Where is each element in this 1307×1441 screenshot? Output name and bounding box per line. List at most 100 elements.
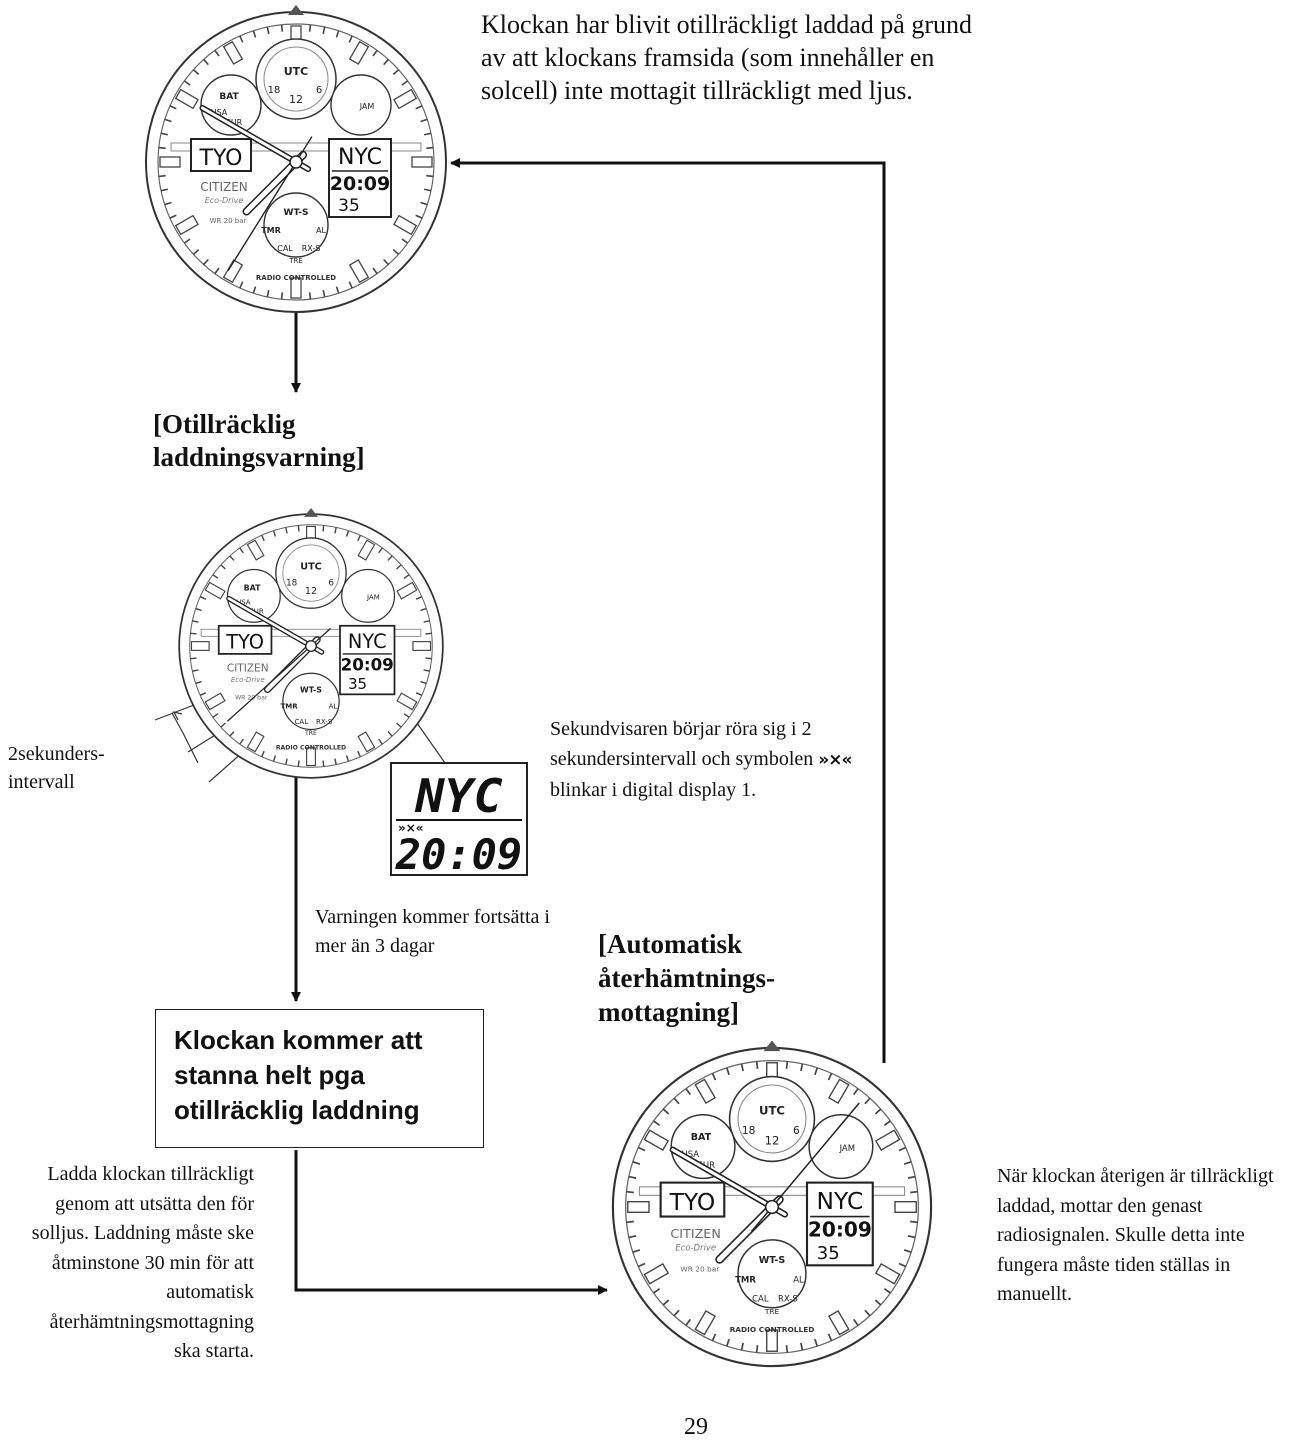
- subdial-utc: [256, 39, 336, 119]
- subdial-cal-label: CAL: [752, 1293, 769, 1303]
- subdial-wts-label: WT-S: [300, 686, 322, 695]
- right-lcd-seconds: 35: [817, 1243, 840, 1264]
- minute-tick: [426, 148, 433, 149]
- subdial-rxs-label: RX-S: [302, 244, 321, 253]
- subdial-bat-label: BAT: [244, 584, 262, 593]
- subdial-utc-18: 18: [286, 578, 297, 588]
- brand-sub: Eco-Drive: [231, 675, 265, 684]
- subdial-utc-label: UTC: [300, 562, 322, 573]
- warning-symbol-icon: »×«: [818, 750, 851, 770]
- brand-sub: Eco-Drive: [205, 196, 244, 205]
- subdial-cal-label: CAL: [277, 244, 293, 253]
- water-resistance: WR 20 bar: [235, 695, 268, 702]
- watch-face: UTC12186BATUSAEURJAMWT-STMRALCALRX-STRET…: [146, 5, 446, 312]
- subdial-bat-label: BAT: [219, 92, 239, 102]
- hand-pin: [290, 156, 302, 168]
- subdial-utc-12: 12: [305, 586, 317, 597]
- subdial-bat-label: BAT: [691, 1132, 712, 1143]
- subdial-utc-12: 12: [289, 93, 303, 106]
- subdial-tre-label: TRE: [764, 1307, 780, 1316]
- minute-tick: [190, 658, 196, 659]
- right-lcd-time: 20:09: [341, 656, 394, 675]
- right-lcd-city: NYC: [348, 630, 387, 653]
- intro-text: Klockan har blivit otillräckligt laddad …: [481, 8, 1001, 107]
- minute-tick: [159, 148, 166, 149]
- digital-display-zoom: NYC »×« 20:09: [390, 762, 530, 880]
- left-lcd-city: TYO: [669, 1188, 716, 1216]
- brand-sub: Eco-Drive: [675, 1242, 716, 1252]
- minute-tick: [323, 760, 324, 766]
- right-lcd-time: 20:09: [330, 173, 390, 195]
- minute-tick: [426, 176, 433, 177]
- subdial-utc-6: 6: [328, 578, 334, 588]
- minute-tick: [626, 1222, 633, 1223]
- arrow-stop-to-recovery: [296, 1150, 607, 1290]
- recovery-heading: [Automatisk återhämtnings-mottagning]: [598, 927, 828, 1029]
- subdial-rxs-label: RX-S: [778, 1293, 798, 1303]
- crown-marker-icon: [764, 1040, 781, 1051]
- brand-name: CITIZEN: [227, 662, 269, 674]
- zoom-time: 20:09: [395, 830, 522, 879]
- subdial-utc-18: 18: [742, 1125, 756, 1137]
- subdial-tmr-label: TMR: [735, 1274, 756, 1284]
- minute-tick: [787, 1061, 788, 1068]
- left-lcd-city: TYO: [199, 146, 243, 171]
- minute-tick: [190, 633, 196, 634]
- second-hand-text-1: Sekundvisaren börjar röra sig i 2 sekund…: [550, 718, 813, 770]
- right-lcd-seconds: 35: [338, 196, 360, 216]
- subdial-utc-12: 12: [765, 1133, 780, 1147]
- subdial-tmr-label: TMR: [261, 226, 281, 235]
- brand-name: CITIZEN: [670, 1226, 720, 1241]
- minute-tick: [910, 1222, 917, 1223]
- minute-tick: [626, 1192, 633, 1193]
- watch-illustration-bottom: UTC12186BATUSAEURJAMWT-STMRALCALRX-STRET…: [597, 1032, 947, 1382]
- subdial-al-label: AL: [316, 226, 326, 235]
- subdial-jam-label: JAM: [839, 1143, 855, 1153]
- brand-name: CITIZEN: [200, 180, 248, 194]
- subdial-tre-label: TRE: [288, 257, 303, 265]
- minute-tick: [159, 176, 166, 177]
- right-lcd-city: NYC: [338, 145, 382, 170]
- minute-tick: [425, 658, 431, 659]
- subdial-utc-18: 18: [268, 85, 281, 96]
- subdial-tmr-label: TMR: [280, 701, 298, 710]
- minute-tick: [787, 1345, 788, 1352]
- page-number: 29: [684, 1414, 708, 1441]
- right-lcd-seconds: 35: [348, 675, 367, 693]
- water-resistance: WR 20 bar: [210, 217, 247, 225]
- second-hand-text-2: blinkar i digital display 1.: [550, 779, 756, 801]
- minute-tick: [323, 525, 324, 531]
- watch-illustration-middle: UTC12186BATUSAEURJAMWT-STMRALCALRX-STRET…: [166, 501, 456, 791]
- crown-marker-icon: [304, 508, 318, 517]
- subdial-jam-label: JAM: [359, 102, 375, 111]
- subdial-utc-6: 6: [316, 85, 322, 96]
- subdial-wts-label: WT-S: [284, 208, 309, 218]
- charge-text: Ladda klockan tillräckligt genom att uts…: [18, 1160, 254, 1367]
- minute-tick: [298, 760, 299, 766]
- subdial-cal-label: CAL: [295, 717, 309, 726]
- minute-tick: [757, 1061, 758, 1068]
- second-hand-text: Sekundvisaren börjar röra sig i 2 sekund…: [550, 714, 870, 805]
- subdial-wts-label: WT-S: [759, 1255, 786, 1266]
- stop-box: Klockan kommer att stanna helt pga otill…: [155, 1009, 484, 1148]
- continue-text: Varningen kommer fortsätta i mer än 3 da…: [315, 903, 577, 961]
- subdial-utc-label: UTC: [284, 65, 309, 78]
- minute-tick: [310, 292, 311, 299]
- minute-tick: [282, 292, 283, 299]
- water-resistance: WR 20 bar: [680, 1265, 720, 1274]
- radio-label: RADIO CONTROLLED: [276, 745, 346, 752]
- right-lcd-city: NYC: [817, 1187, 864, 1215]
- minute-tick: [757, 1345, 758, 1352]
- warning-heading: [Otillräcklig laddningsvarning]: [153, 408, 453, 474]
- radio-label: RADIO CONTROLLED: [730, 1325, 815, 1334]
- interval-label: 2sekunders-intervall: [8, 740, 128, 796]
- watch-face: UTC12186BATUSAEURJAMWT-STMRALCALRX-STRET…: [613, 1040, 931, 1366]
- zoom-city: NYC: [414, 770, 503, 824]
- recovery-text: När klockan återigen är tillräckligt lad…: [997, 1162, 1297, 1310]
- subdial-utc: [730, 1077, 815, 1162]
- subdial-jam-label: JAM: [366, 592, 380, 601]
- right-lcd-time: 20:09: [808, 1218, 872, 1242]
